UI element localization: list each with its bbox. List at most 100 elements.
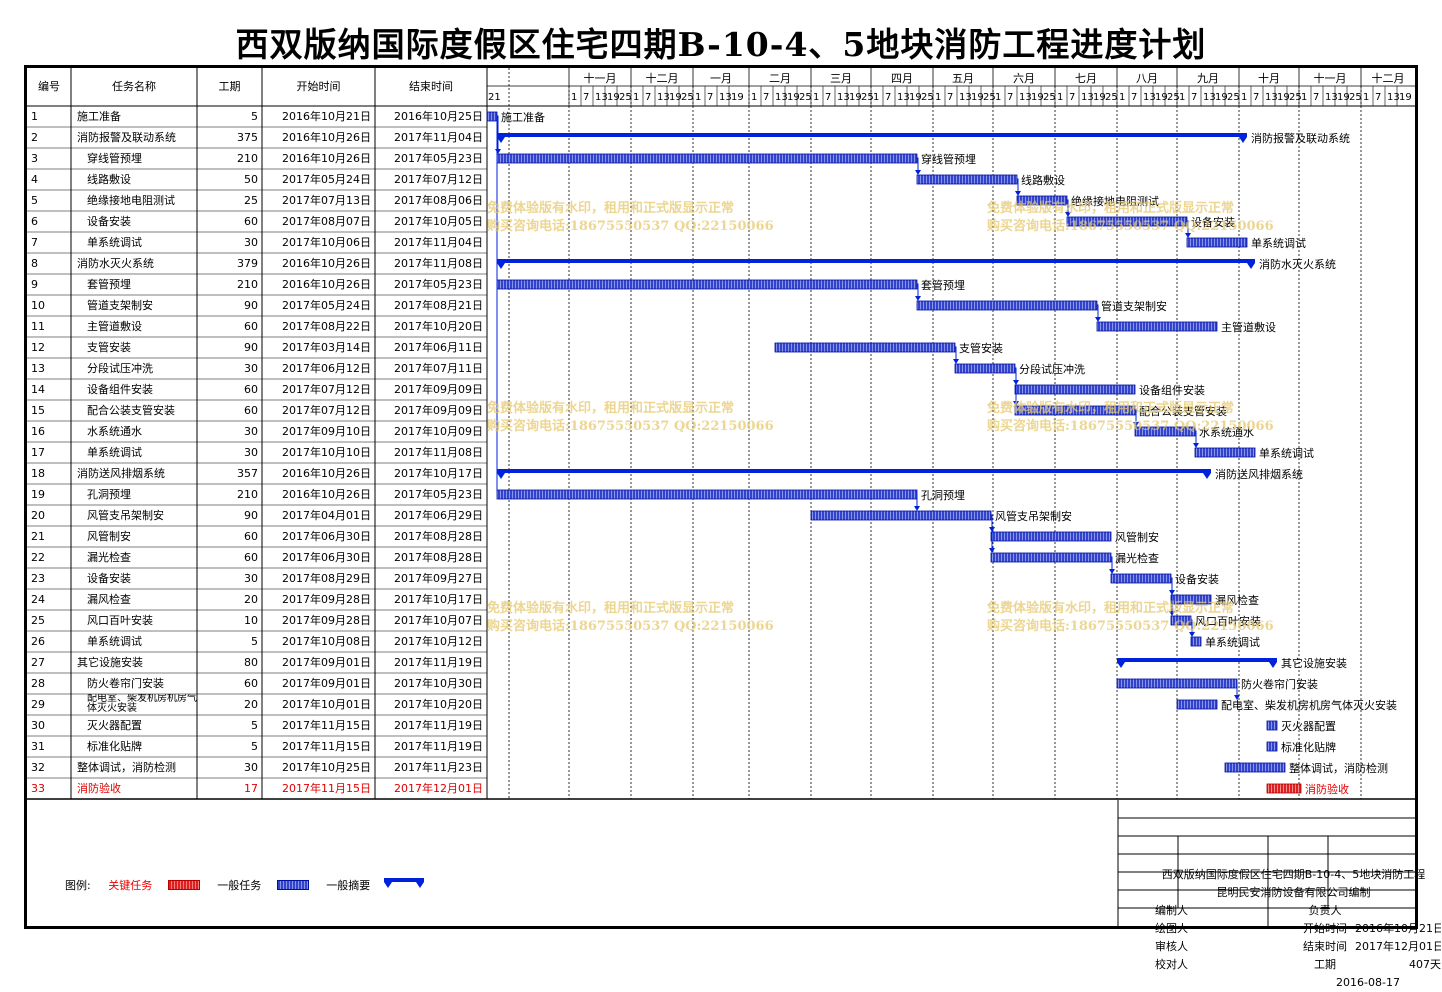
timeline-month-label: 一月 [710,72,732,85]
timeline-day-label: 19 [909,92,922,103]
timeline-day-label: 13 [959,92,972,103]
gantt-bar-label: 其它设施安装 [1281,656,1347,670]
row-id: 33 [31,782,45,795]
row-task-name: 消防水灭火系统 [77,257,154,270]
row-start-date: 2017年11月15日 [282,740,371,753]
watermark-6: 免费体验版有水印，租用和正式版显示正常购买咨询电话:18675550537 QQ… [987,601,1274,634]
info-editor-label: 编制人 [1155,904,1188,917]
row-end-date: 2017年11月08日 [394,446,483,459]
row-start-date: 2016年10月26日 [282,131,371,144]
dependency-arrow [989,548,995,553]
timeline-day-label: 7 [885,92,891,103]
timeline-day-label: 25 [1289,92,1302,103]
gantt-task-bar [486,111,498,122]
gantt-summary-bar [497,133,1247,143]
row-task-name: 消防验收 [77,782,121,795]
gantt-task-bar [1186,237,1248,248]
row-duration: 5 [251,110,258,123]
row-start-date: 2017年06月12日 [282,362,371,375]
gantt-critical-bar [1266,783,1302,794]
timeline-day-label: 7 [707,92,713,103]
row-duration: 210 [237,488,258,501]
legend-critical-label: 关键任务 [108,878,153,892]
row-end-date: 2017年12月01日 [394,782,483,795]
timeline-month-label: 十一月 [584,71,617,85]
timeline-day-label: 13 [719,92,732,103]
dependency-arrow [1133,422,1139,427]
timeline-day-label: 13 [1265,92,1278,103]
row-duration: 90 [244,509,258,522]
gantt-bar-label: 风口百叶安装 [1195,614,1261,628]
timeline-day-label: 25 [1349,92,1362,103]
row-start-date: 2016年10月26日 [282,278,371,291]
row-task-name: 风口百叶安装 [87,614,153,627]
row-task-name: 防火卷帘门安装 [87,677,164,690]
timeline-day-label: 7 [645,92,651,103]
row-start-date: 2017年08月07日 [282,215,371,228]
row-start-date: 2017年07月13日 [282,194,371,207]
dependency-arrow [1065,212,1071,217]
timeline-day-label: 7 [763,92,769,103]
dependency-line [991,514,993,551]
row-start-date: 2017年10月10日 [282,446,371,459]
row-start-date: 2017年05月24日 [282,299,371,312]
gantt-task-bar [1266,741,1278,752]
row-duration: 375 [237,131,258,144]
legend-label: 图例: [65,878,91,892]
gantt-bar-label: 分段试压冲洗 [1019,362,1085,376]
timeline-month-label: 二月 [769,72,791,85]
row-id: 7 [31,236,38,249]
timeline-day-label: 13 [837,92,850,103]
row-task-name: 孔洞预埋 [87,488,131,501]
row-task-name: 穿线管预埋 [87,152,142,165]
gantt-bar-label: 线路敷设 [1021,173,1065,187]
timeline-month-label: 七月 [1075,72,1097,85]
row-end-date: 2017年10月20日 [394,698,483,711]
dependency-line [1015,367,1017,404]
row-end-date: 2017年07月12日 [394,173,483,186]
dependency-arrow [1013,401,1019,406]
row-id: 2 [31,131,38,144]
gantt-task-bar [496,279,918,290]
gantt-task-bar [1224,762,1286,773]
gantt-bar-label: 消防报警及联动系统 [1251,131,1350,145]
timeline-day-label: 19 [1155,92,1168,103]
watermark-1: 免费体验版有水印，租用和正式版显示正常购买咨询电话:18675550537 QQ… [487,201,774,234]
timeline-month-label: 九月 [1197,72,1219,85]
dependency-line [1097,304,1099,320]
dependency-arrow [1189,632,1195,637]
timeline-day-label: 25 [1167,92,1180,103]
row-end-date: 2017年10月17日 [394,593,483,606]
gantt-summary-bar [497,469,1211,479]
gantt-bar-label: 主管道敷设 [1221,320,1276,334]
dependency-arrow [915,170,921,175]
gantt-bar-label: 配电室、柴发机房机房气体灭火安装 [1221,698,1397,712]
gantt-task-bar [1190,636,1202,647]
timeline-day-label: 19 [1031,92,1044,103]
row-start-date: 2017年07月12日 [282,383,371,396]
row-duration: 60 [244,215,258,228]
timeline-day-label: 25 [619,92,632,103]
legend-general-swatch [276,879,309,890]
row-end-date: 2017年10月09日 [394,425,483,438]
info-start-label: 开始时间 [1303,922,1347,935]
timeline-day-label: 1 [935,92,941,103]
row-start-date: 2017年06月30日 [282,551,371,564]
timeline-day-label: 13 [657,92,670,103]
row-duration: 50 [244,173,258,186]
col-header-duration: 工期 [218,80,241,93]
row-id: 6 [31,215,38,228]
page-title: 西双版纳国际度假区住宅四期B-10-4、5地块消防工程进度计划 [235,25,1207,64]
gantt-bar-label: 漏风检查 [1215,593,1259,607]
row-id: 27 [31,656,45,669]
gantt-bar-label: 设备组件安装 [1139,383,1205,397]
row-id: 13 [31,362,45,375]
row-duration: 17 [244,782,258,795]
row-duration: 30 [244,446,258,459]
timeline-month-label: 三月 [830,72,852,85]
gantt-task-bar [954,363,1016,374]
timeline-day-label: 25 [1043,92,1056,103]
dependency-line [1067,199,1069,215]
gantt-bar-label: 孔洞预埋 [921,489,965,502]
